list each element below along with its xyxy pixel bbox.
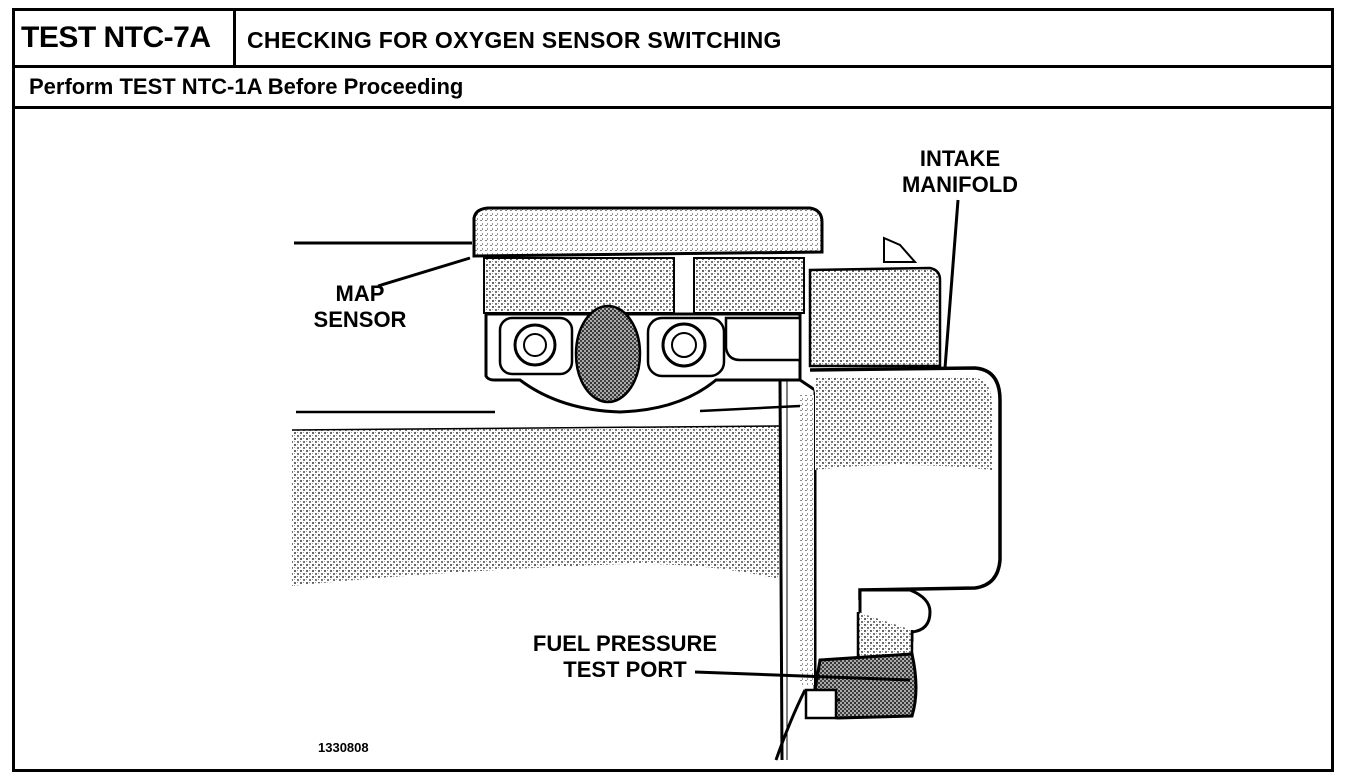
fuel-label-line1: FUEL PRESSURE (532, 631, 718, 656)
manifold-rails (291, 241, 801, 586)
header-row: TEST NTC-7A CHECKING FOR OXYGEN SENSOR S… (15, 11, 1331, 68)
figure-number: 1330808 (318, 740, 369, 755)
test-title: CHECKING FOR OXYGEN SENSOR SWITCHING (247, 27, 782, 53)
intake-manifold-label: INTAKE MANIFOLD (880, 146, 1040, 198)
map-label-line2: SENSOR (313, 307, 407, 332)
fuel-label-line2: TEST PORT (563, 657, 687, 682)
fuel-pressure-port-label: FUEL PRESSURE TEST PORT (510, 631, 740, 683)
diagram-frame: TEST NTC-7A CHECKING FOR OXYGEN SENSOR S… (12, 8, 1334, 772)
map-sensor-assembly (472, 206, 824, 414)
prerequisite-note: Perform TEST NTC-1A Before Proceeding (29, 74, 464, 99)
subheader-row: Perform TEST NTC-1A Before Proceeding (15, 68, 1331, 109)
intake-manifold (808, 236, 1002, 655)
test-id: TEST NTC-7A (15, 11, 236, 65)
map-label-line1: MAP (335, 281, 385, 306)
intake-label-line1: INTAKE (919, 146, 1001, 171)
map-sensor-label: MAP SENSOR (300, 281, 420, 333)
leader-lines (377, 199, 960, 682)
fuel-pressure-port (804, 588, 932, 720)
intake-label-line2: MANIFOLD (901, 172, 1019, 197)
